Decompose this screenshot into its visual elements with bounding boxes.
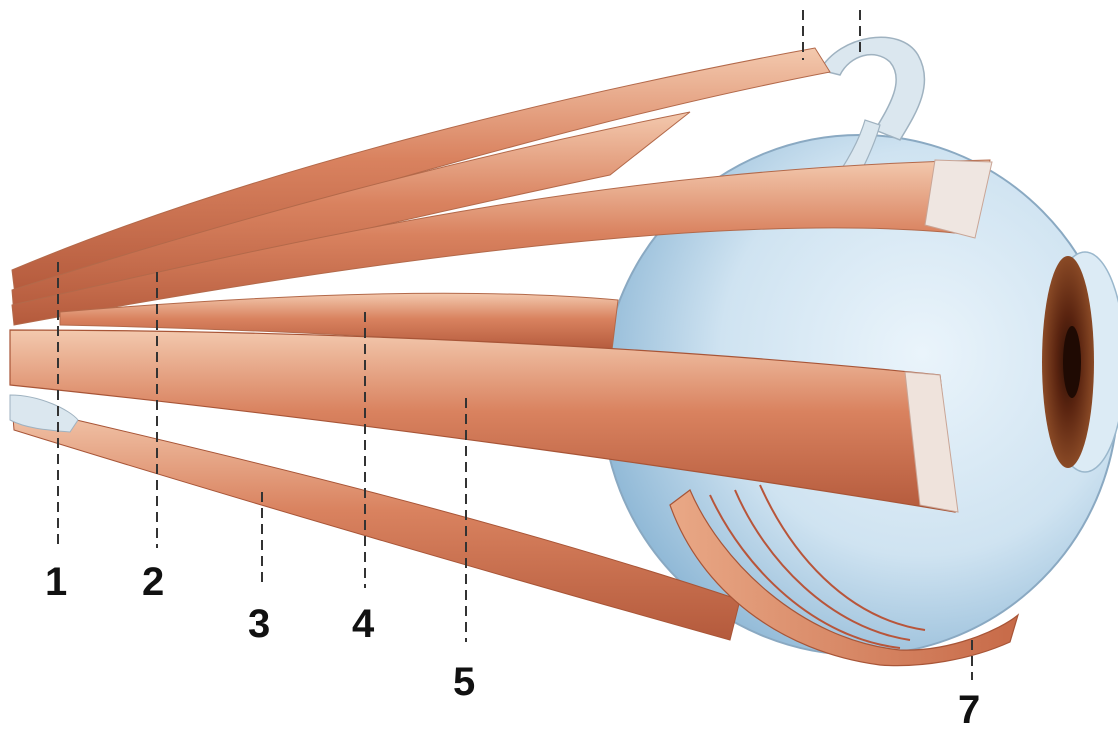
- label-4: 4: [352, 604, 374, 644]
- label-5: 5: [453, 662, 475, 702]
- label-7: 7: [958, 690, 980, 730]
- label-2: 2: [142, 562, 164, 602]
- label-1: 1: [45, 562, 67, 602]
- label-3: 3: [248, 604, 270, 644]
- pupil: [1063, 326, 1081, 398]
